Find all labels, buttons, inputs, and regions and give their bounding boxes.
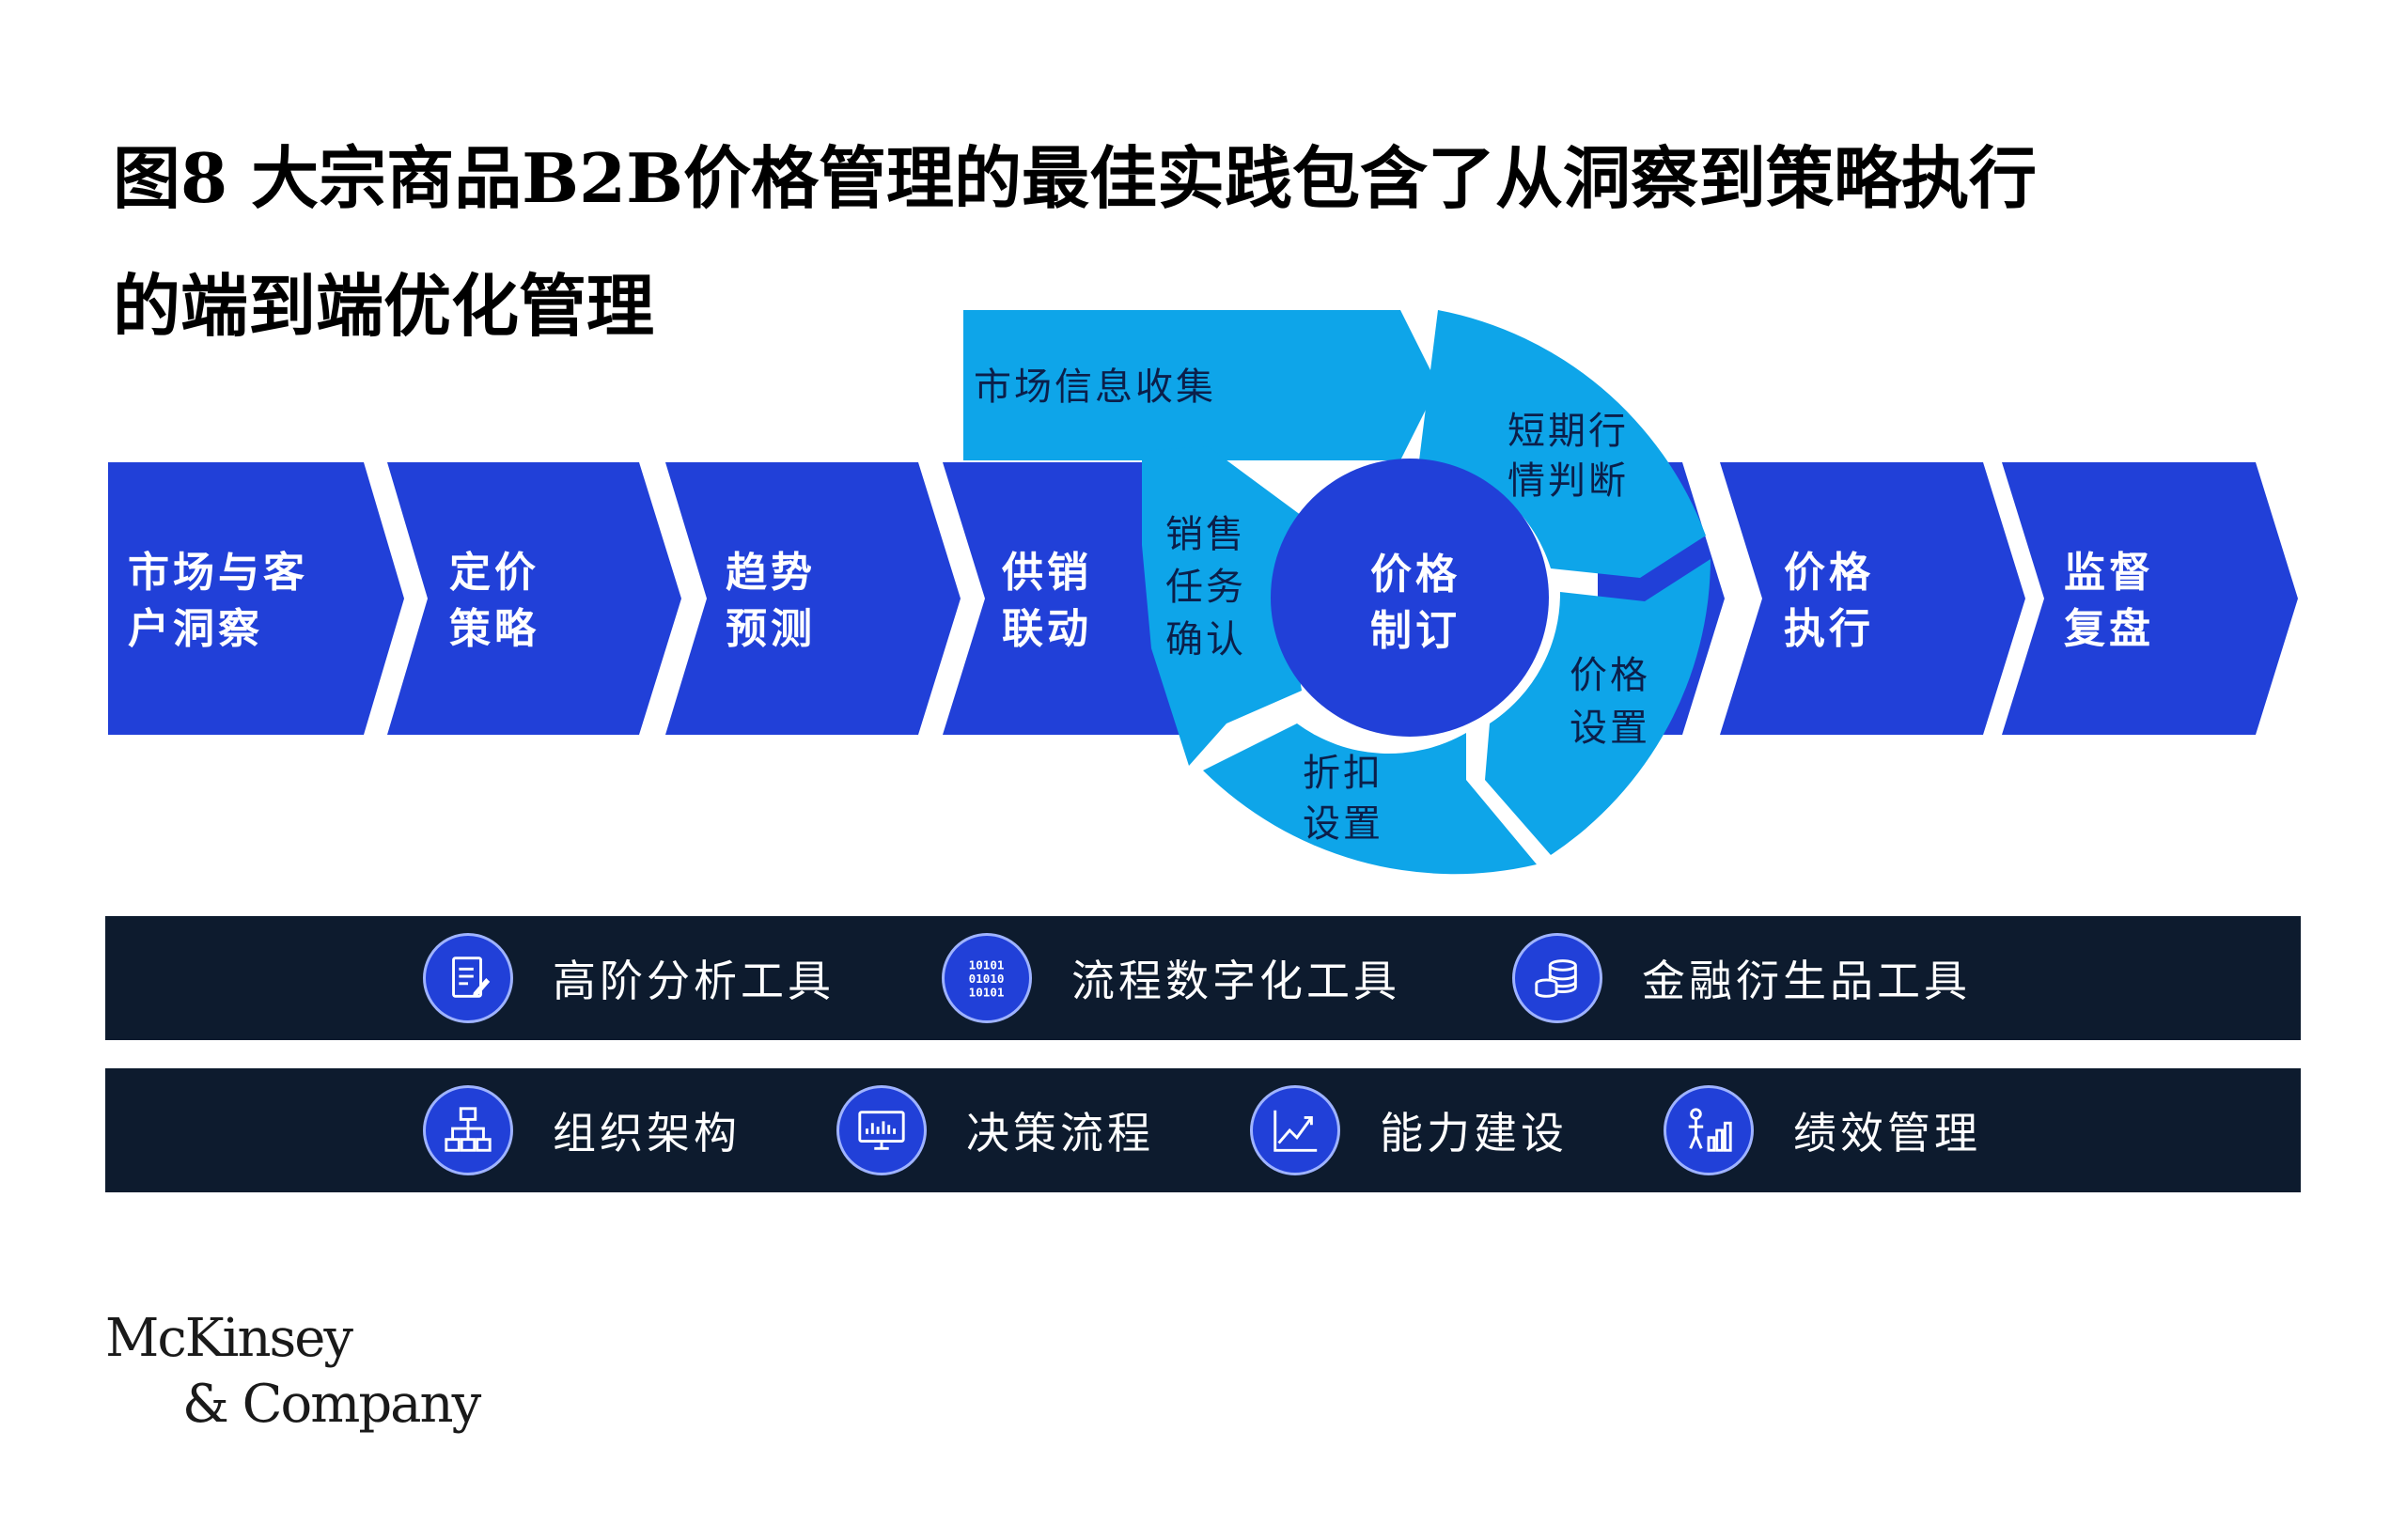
tool-label-process-digitization: 流程数字化工具 [1071, 956, 1400, 1006]
sales-task-line-2: 任务 [1165, 566, 1246, 609]
chevron-market-insight [108, 462, 404, 735]
enabler-org-structure: 组织架构 [423, 1085, 741, 1175]
price-setting-line-1: 价格 [1570, 654, 1650, 697]
chevron-4-line-1: 供销 [1002, 549, 1092, 597]
center-line-1: 价格 [1370, 551, 1461, 599]
enabler-label-capability-building: 能力建设 [1380, 1108, 1568, 1159]
performance-bars-icon [1664, 1085, 1754, 1175]
enabler-decision-process: 决策流程 [836, 1085, 1154, 1175]
cycle-segment-discount [1203, 723, 1537, 875]
enabler-label-decision-process: 决策流程 [966, 1108, 1154, 1159]
mckinsey-logo: McKinsey & Company [105, 1306, 481, 1438]
discount-line-1: 折扣 [1303, 752, 1383, 795]
chevron-review [2002, 462, 2298, 735]
page-title: 图8 大宗商品B2B价格管理的最佳实践包含了从洞察到策略执行 的端到端优化管理 [113, 115, 2303, 370]
org-chart-icon [423, 1085, 513, 1175]
tool-label-financial-derivatives: 金融衍生品工具 [1642, 956, 1971, 1006]
enabler-label-org-structure: 组织架构 [553, 1108, 741, 1159]
title-line-1: 图8 大宗商品B2B价格管理的最佳实践包含了从洞察到策略执行 [113, 138, 2037, 218]
binary-row-3: 10101 [969, 985, 1005, 999]
center-line-2: 制订 [1370, 607, 1461, 655]
tool-process-digitization: 10101 01010 10101 流程数字化工具 [942, 933, 1400, 1023]
cycle-segment-sales-task [1142, 446, 1316, 766]
chevron-3-line-2: 预测 [726, 605, 816, 653]
tools-band: 高阶分析工具 10101 01010 10101 流程数字化工具 金融衍生品工具 [105, 916, 2301, 1040]
chevron-trend-forecast [665, 462, 961, 735]
cycle-segment-price-setting [1485, 559, 1711, 855]
tool-label-advanced-analytics: 高阶分析工具 [553, 956, 835, 1006]
chevron-6-line-2: 复盘 [2064, 605, 2154, 653]
chevron-4-line-2: 联动 [1002, 605, 1092, 653]
sales-task-line-3: 确认 [1165, 618, 1246, 661]
logo-line-2: & Company [182, 1374, 481, 1435]
logo-line-1: McKinsey [105, 1308, 353, 1369]
top-tab-label: 市场信息收集 [974, 366, 1216, 409]
chevron-5-line-2: 执行 [1784, 605, 1874, 653]
binary-row-1: 10101 [969, 957, 1005, 972]
chevron-pricing-strategy [387, 462, 681, 735]
chevron-2-line-1: 定价 [449, 549, 539, 597]
chevron-5-line-1: 价格 [1784, 549, 1874, 597]
chevron-supply-sales [943, 462, 1203, 735]
binary-row-2: 01010 [969, 972, 1005, 986]
binary-code-icon: 10101 01010 10101 [942, 933, 1032, 1023]
tool-financial-derivatives: 金融衍生品工具 [1512, 933, 1971, 1023]
enabler-capability-building: 能力建设 [1250, 1085, 1568, 1175]
cycle-segment-short-term [1419, 310, 1706, 578]
enablers-band: 组织架构 决策流程 能力建设 绩效管理 [105, 1068, 2301, 1192]
enabler-performance-management: 绩效管理 [1664, 1085, 1981, 1175]
market-info-tab [963, 310, 1438, 460]
chevron-price-execution [1720, 462, 2025, 735]
price-making-center [1271, 459, 1549, 737]
enabler-label-performance-management: 绩效管理 [1793, 1108, 1981, 1159]
chevron-3-line-1: 趋势 [726, 549, 816, 597]
title-line-2: 的端到端优化管理 [113, 266, 655, 346]
monitor-chart-icon [836, 1085, 927, 1175]
line-chart-icon [1250, 1085, 1340, 1175]
price-setting-line-2: 设置 [1570, 707, 1650, 750]
document-edit-icon [423, 933, 513, 1023]
chevron-2-line-2: 策略 [449, 605, 539, 653]
chevron-1-line-1: 市场与客 [128, 549, 308, 597]
coin-stack-icon [1512, 933, 1602, 1023]
short-term-line-2: 情判断 [1508, 459, 1629, 503]
tool-advanced-analytics: 高阶分析工具 [423, 933, 835, 1023]
discount-line-2: 设置 [1303, 802, 1383, 846]
sales-task-line-1: 销售 [1165, 513, 1246, 556]
short-term-line-1: 短期行 [1508, 410, 1629, 453]
chevron-6-line-1: 监督 [2064, 549, 2154, 597]
chevron-1-line-2: 户洞察 [128, 605, 263, 653]
